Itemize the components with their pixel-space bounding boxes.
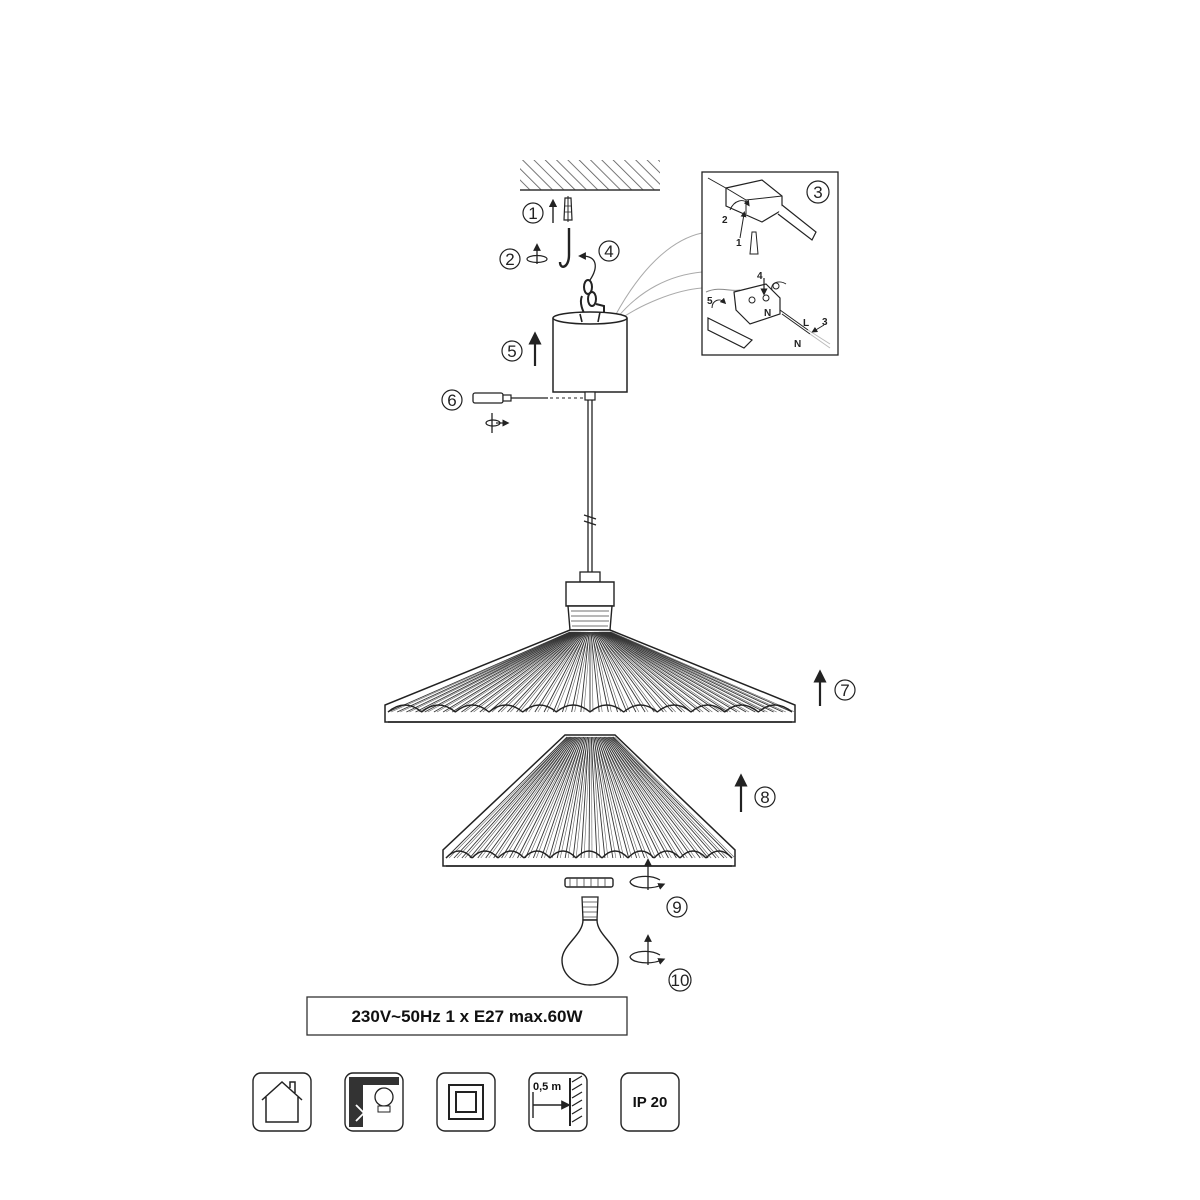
double-insulation-icon xyxy=(436,1072,496,1132)
detail-top-num-1: 1 xyxy=(736,238,742,249)
step-8: 8 xyxy=(734,773,776,812)
detail-bottom-num-4: 4 xyxy=(757,271,763,282)
rotate-arrow-icon xyxy=(526,243,548,264)
ip-rating-label: IP 20 xyxy=(633,1094,668,1111)
canopy xyxy=(552,311,628,401)
step-10-label: 10 xyxy=(671,971,690,990)
cable xyxy=(583,400,597,578)
indoor-use-icon xyxy=(252,1072,312,1132)
step-6-label: 6 xyxy=(447,391,456,410)
step-5-label: 5 xyxy=(507,342,516,361)
step-2-label: 2 xyxy=(505,250,514,269)
step-4-label: 4 xyxy=(604,242,613,261)
detail-wire-L: L xyxy=(803,318,809,329)
detail-top-num-2: 2 xyxy=(722,215,728,226)
step-10: 10 xyxy=(629,934,692,992)
step-9: 9 xyxy=(629,858,688,918)
detail-wire-N-mid: N xyxy=(764,308,771,319)
step-7-label: 7 xyxy=(840,681,849,700)
detail-leader-lines xyxy=(614,232,703,321)
cable-clamp-detail: 2 1 xyxy=(707,177,817,255)
wiring-detail-box: 3 2 1 4 5 xyxy=(701,171,839,356)
hook-screw-icon xyxy=(558,228,571,268)
step-1: 1 xyxy=(522,196,573,224)
step-1-label: 1 xyxy=(528,204,537,223)
step-3-label: 3 xyxy=(813,183,822,202)
detail-bottom-num-5: 5 xyxy=(707,296,713,307)
step-8-label: 8 xyxy=(760,788,769,807)
step-9-label: 9 xyxy=(672,898,681,917)
min-distance-label: 0,5 m xyxy=(533,1081,561,1093)
ceiling xyxy=(520,160,660,191)
light-bulb xyxy=(561,896,619,986)
min-distance-icon: 0,5 m xyxy=(528,1072,588,1132)
no-dimmer-icon xyxy=(344,1072,404,1132)
ip-rating-icon: IP 20 xyxy=(620,1072,680,1132)
wall-plug-icon xyxy=(563,196,573,222)
step-6: 6 xyxy=(441,389,585,433)
screwdriver-icon xyxy=(472,392,585,404)
detail-wire-N-out: N xyxy=(794,339,801,350)
spec-box: 230V~50Hz 1 x E27 max.60W xyxy=(306,996,628,1036)
lower-shade xyxy=(442,734,736,867)
shade-ring xyxy=(564,877,614,888)
step-5: 5 xyxy=(501,331,542,366)
spec-text: 230V~50Hz 1 x E27 max.60W xyxy=(351,1007,583,1026)
lamp-socket xyxy=(565,571,615,631)
upper-shade xyxy=(384,629,796,723)
step-4: 4 xyxy=(578,240,620,323)
detail-bottom-num-3: 3 xyxy=(822,317,828,328)
step-2: 2 xyxy=(499,228,571,270)
step-7: 7 xyxy=(813,669,856,706)
screw-rotate-icon xyxy=(485,413,510,433)
terminal-block-detail: 4 5 3 L N N xyxy=(705,271,831,350)
